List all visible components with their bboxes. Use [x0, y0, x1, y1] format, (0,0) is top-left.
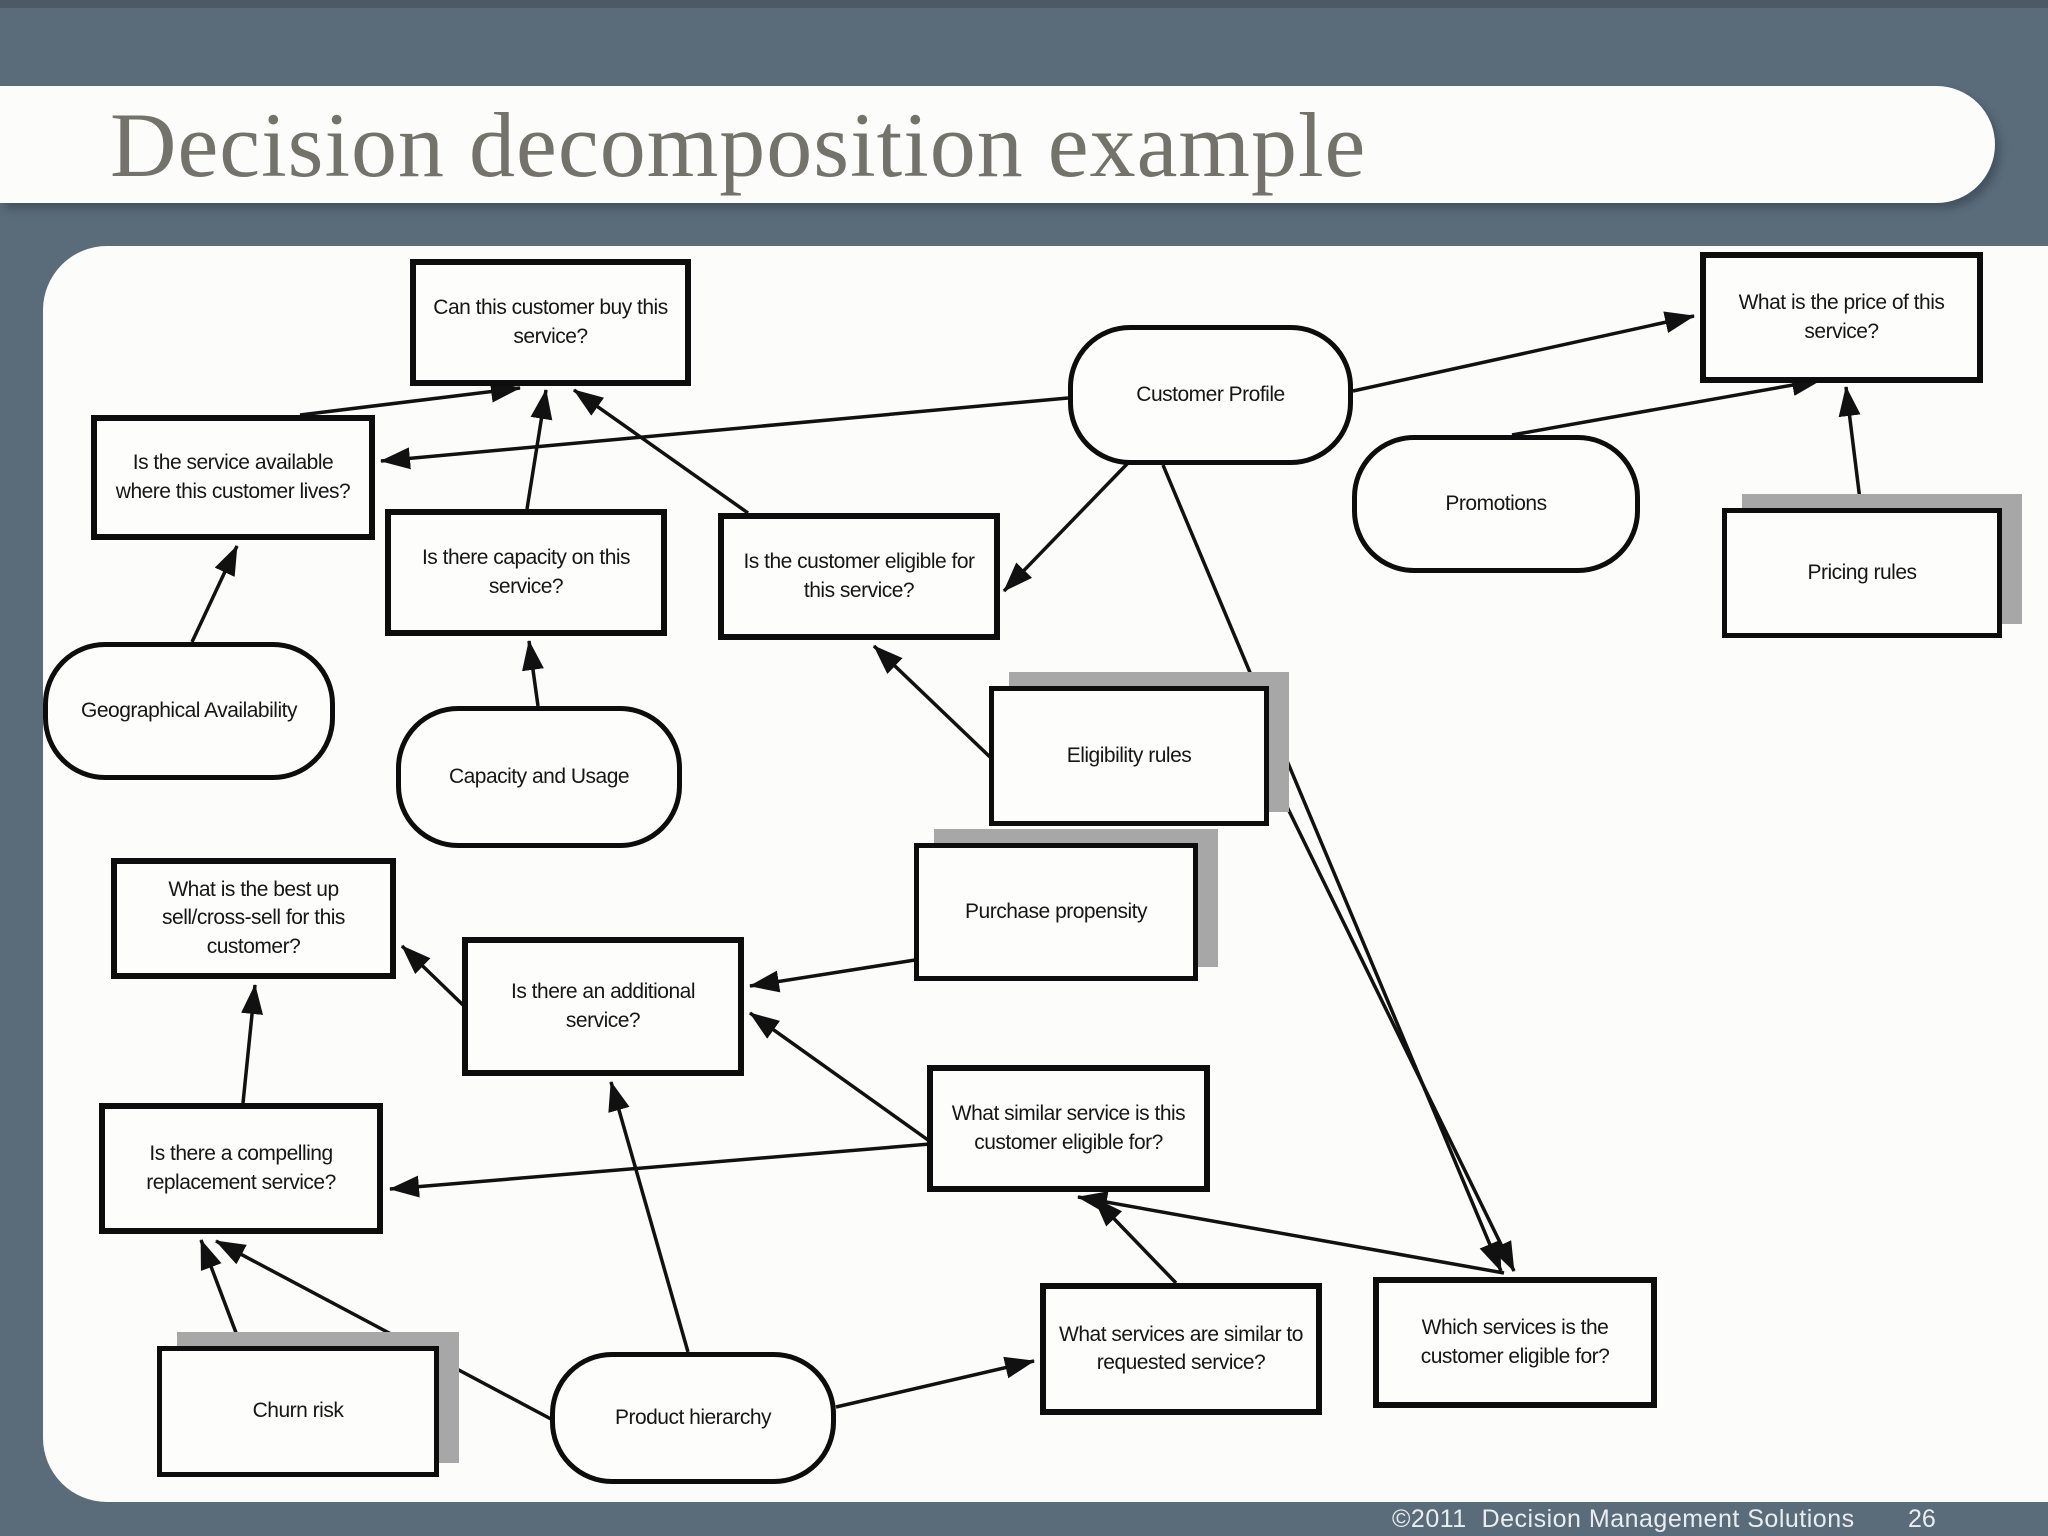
node-which-services-label: Which services is the customer eligible … — [1420, 1316, 1610, 1368]
node-similar-q-label: What similar service is this customer el… — [951, 1102, 1186, 1154]
node-price-label: What is the price of this service? — [1738, 291, 1945, 343]
node-purchase-propensity: Purchase propensity — [914, 843, 1198, 981]
node-product-hierarchy-label: Product hierarchy — [614, 1405, 772, 1429]
node-promotions-label: Promotions — [1445, 491, 1547, 515]
node-price: What is the price of this service? — [1700, 252, 1983, 383]
node-pricing-rules-label: Pricing rules — [1807, 560, 1917, 584]
node-capacity-and-usage: Capacity and Usage — [396, 706, 682, 848]
node-which-services: Which services is the customer eligible … — [1373, 1277, 1657, 1408]
node-best-upsell-label: What is the best up sell/cross-sell for … — [162, 877, 345, 958]
node-best-upsell: What is the best up sell/cross-sell for … — [111, 858, 396, 979]
footer: ©2011 Decision Management Solutions 26 — [0, 1502, 2048, 1536]
node-additional-q-label: Is there an additional service? — [511, 980, 695, 1032]
node-compelling-q-label: Is there a compelling replacement servic… — [146, 1142, 336, 1194]
slide-title: Decision decomposition example — [110, 93, 1367, 196]
node-eligible-q: Is the customer eligible for this servic… — [718, 513, 1000, 640]
node-customer-profile: Customer Profile — [1068, 325, 1353, 465]
title-bar: Decision decomposition example — [0, 86, 1995, 203]
node-churn-risk-label: Churn risk — [252, 1399, 344, 1423]
node-eligible-q-label: Is the customer eligible for this servic… — [743, 550, 975, 602]
node-pricing-rules: Pricing rules — [1722, 508, 2002, 638]
node-compelling-q: Is there a compelling replacement servic… — [99, 1103, 383, 1234]
node-capacity-q: Is there capacity on this service? — [385, 509, 667, 636]
node-additional-q: Is there an additional service? — [462, 937, 744, 1076]
node-capacity-q-label: Is there capacity on this service? — [421, 546, 631, 598]
copyright-text: ©2011 Decision Management Solutions — [1392, 1505, 1855, 1533]
node-capacity-and-usage-label: Capacity and Usage — [448, 764, 630, 788]
node-can-buy: Can this customer buy this service? — [410, 259, 691, 386]
node-available-label: Is the service available where this cust… — [115, 451, 351, 503]
node-customer-profile-label: Customer Profile — [1136, 382, 1285, 406]
page-number: 26 — [1908, 1505, 1936, 1533]
node-services-similar-label: What services are similar to requested s… — [1059, 1322, 1303, 1374]
node-geographical-availability-label: Geographical Availability — [81, 698, 297, 722]
node-churn-risk: Churn risk — [157, 1346, 439, 1477]
top-accent-strip — [0, 0, 2048, 8]
node-promotions: Promotions — [1352, 435, 1640, 573]
node-eligibility-rules: Eligibility rules — [989, 686, 1269, 826]
node-product-hierarchy: Product hierarchy — [550, 1352, 836, 1484]
node-geographical-availability: Geographical Availability — [43, 642, 335, 780]
node-services-similar: What services are similar to requested s… — [1040, 1283, 1322, 1415]
node-eligibility-rules-label: Eligibility rules — [1066, 743, 1192, 767]
node-purchase-propensity-label: Purchase propensity — [965, 899, 1147, 923]
node-available: Is the service available where this cust… — [91, 415, 375, 540]
node-similar-q: What similar service is this customer el… — [927, 1065, 1210, 1192]
node-can-buy-label: Can this customer buy this service? — [433, 296, 668, 348]
